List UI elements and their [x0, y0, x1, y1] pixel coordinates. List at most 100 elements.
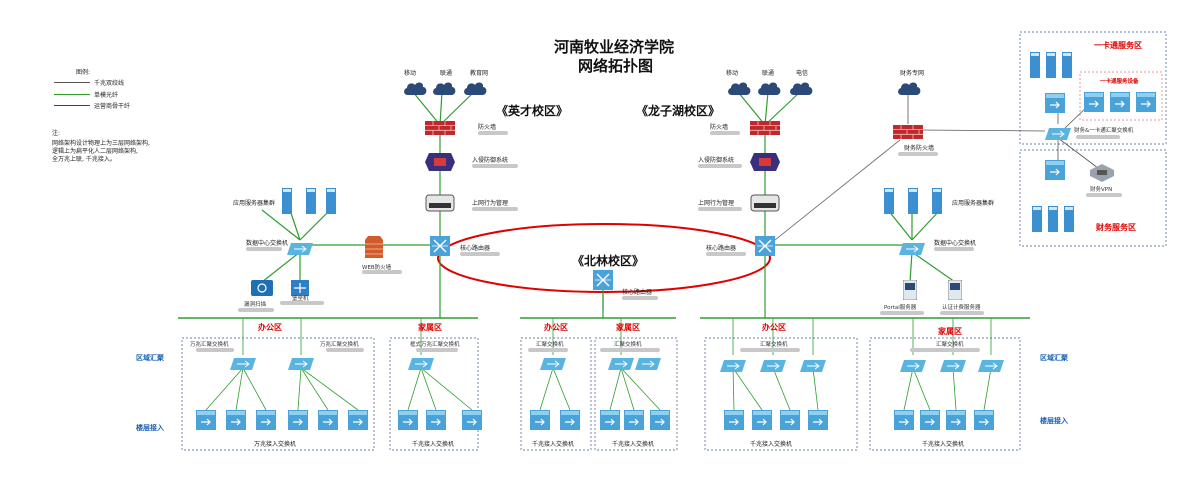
lz-auth-icon — [947, 279, 963, 304]
note-line-2: 逻辑上为扁平化人二层网络架构, — [52, 148, 138, 155]
card-device-2 — [1110, 92, 1130, 116]
floor-access-right: 楼层接入 — [1040, 417, 1068, 425]
access-switch-11 — [560, 410, 580, 434]
redacted-ip — [1076, 135, 1120, 139]
access-link — [297, 367, 302, 411]
yc-app-server-2 — [306, 188, 316, 218]
redacted-ip — [740, 348, 800, 352]
agg-switch-7 — [720, 357, 746, 376]
finance-server-3 — [1064, 206, 1074, 236]
diagram-subtitle: 网络拓扑图 — [578, 57, 654, 75]
access-switch-20 — [920, 410, 940, 434]
yc-app-cluster-label: 应用服务器集群 — [233, 200, 276, 207]
lz-isp-1: 移动 — [726, 70, 739, 77]
access-link — [620, 367, 635, 411]
agg-switch-3 — [408, 355, 434, 374]
access-link — [420, 367, 437, 411]
agg-label-bl-1: 汇聚交换机 — [536, 342, 564, 348]
card-server-1 — [1030, 52, 1040, 82]
lz-cloud-mobile — [726, 80, 752, 100]
access-link — [300, 367, 359, 411]
yc-firewall-icon — [425, 120, 455, 139]
finance-vpn-icon — [1090, 164, 1114, 186]
bl-core-label: 核心路由器 — [622, 289, 653, 296]
access-switch-4 — [288, 410, 308, 434]
yc-firewall-label: 防火墙 — [478, 124, 497, 131]
redacted-ip — [478, 131, 508, 135]
access-switch-3 — [256, 410, 276, 434]
lz-isp-2: 联通 — [762, 70, 775, 77]
access-link — [732, 367, 735, 411]
finance-firewall-icon — [893, 124, 923, 143]
lz-auth-label: 认证计费服务器 — [942, 305, 981, 311]
lz-app-cluster-label: 应用服务器集群 — [952, 200, 995, 207]
agg-switch-11 — [940, 357, 966, 376]
lz-ips-label: 入侵防御系统 — [698, 157, 735, 164]
yc-core-icon — [430, 236, 450, 260]
yc-bastion-icon — [291, 280, 309, 300]
legend-label-copper: 千兆双绞线 — [94, 80, 125, 87]
access-switch-2 — [226, 410, 246, 434]
note-line-3: 全万兆上联, 千兆接入。 — [52, 156, 116, 163]
agg-switch-10 — [900, 357, 926, 376]
redacted-ip — [880, 311, 924, 315]
wan-agg-label-1: 万兆汇聚交换机 — [190, 342, 229, 348]
access-link — [912, 367, 931, 411]
redacted-ip — [698, 207, 742, 211]
lz-ips-icon — [750, 153, 780, 175]
access-link — [552, 367, 571, 411]
card-device-1 — [1084, 92, 1104, 116]
agg-switch-12 — [978, 357, 1004, 376]
legend-line-copper — [54, 82, 90, 83]
card-server-3 — [1062, 52, 1072, 82]
access-switch-13 — [624, 410, 644, 434]
yc-ips-label: 入侵防御系统 — [472, 157, 509, 164]
bl-core-icon — [593, 270, 613, 294]
floor-access-left: 楼层接入 — [136, 424, 164, 432]
lz-cloud-telecom — [788, 80, 814, 100]
access-link — [407, 367, 422, 411]
access-link — [772, 367, 791, 411]
backbone-ring — [437, 223, 771, 293]
yc-ips-icon — [425, 153, 455, 175]
access-link — [620, 367, 661, 411]
agg-label-lz-1: 汇聚交换机 — [760, 342, 788, 348]
campus-longzihu: 《龙子湖校区》 — [636, 104, 721, 118]
longzihu-links — [737, 91, 956, 318]
redacted-ip — [600, 348, 660, 352]
zone-boxes — [181, 31, 1167, 451]
agg-label-lz-2: 汇聚交换机 — [936, 342, 964, 348]
access-switch-6 — [348, 410, 368, 434]
access-switch-15 — [724, 410, 744, 434]
yc-vuln-label: 漏洞扫描 — [244, 302, 267, 308]
legend-label-fiber: 单模光纤 — [94, 92, 119, 99]
access-drops — [205, 318, 992, 411]
region-agg-right: 区域汇聚 — [1040, 354, 1068, 362]
finance-switch-icon — [1045, 160, 1065, 184]
yc-isp-2: 联通 — [440, 70, 453, 77]
yc-behavior-icon — [425, 194, 455, 216]
note-heading: 注: — [52, 130, 61, 137]
wan-agg-label-2: 万兆汇聚交换机 — [320, 342, 359, 348]
access-label-3: 千兆接入交换机 — [532, 441, 575, 448]
yc-app-server-1 — [282, 188, 292, 218]
diagram-title: 河南牧业经济学院 — [554, 38, 675, 56]
yc-app-server-3 — [326, 188, 336, 218]
access-switch-22 — [974, 410, 994, 434]
note-line-1: 网络架构设计物理上为三层网络架构, — [52, 140, 150, 147]
yingcai-links — [261, 91, 475, 318]
redacted-ip — [898, 152, 938, 156]
lz-portal-label: Portal服务器 — [884, 305, 917, 311]
yc-dc-switch-icon — [287, 240, 313, 259]
redacted-ip — [940, 311, 984, 315]
access-switch-8 — [426, 410, 446, 434]
access-switch-18 — [808, 410, 828, 434]
card-device-3 — [1136, 92, 1156, 116]
agg-switch-9 — [800, 357, 826, 376]
agg-label-bl-2: 汇聚交换机 — [614, 342, 642, 348]
region-agg-left: 区域汇聚 — [136, 354, 164, 362]
zone-office-yc: 办公区 — [258, 323, 282, 332]
redacted-ip — [416, 348, 458, 352]
